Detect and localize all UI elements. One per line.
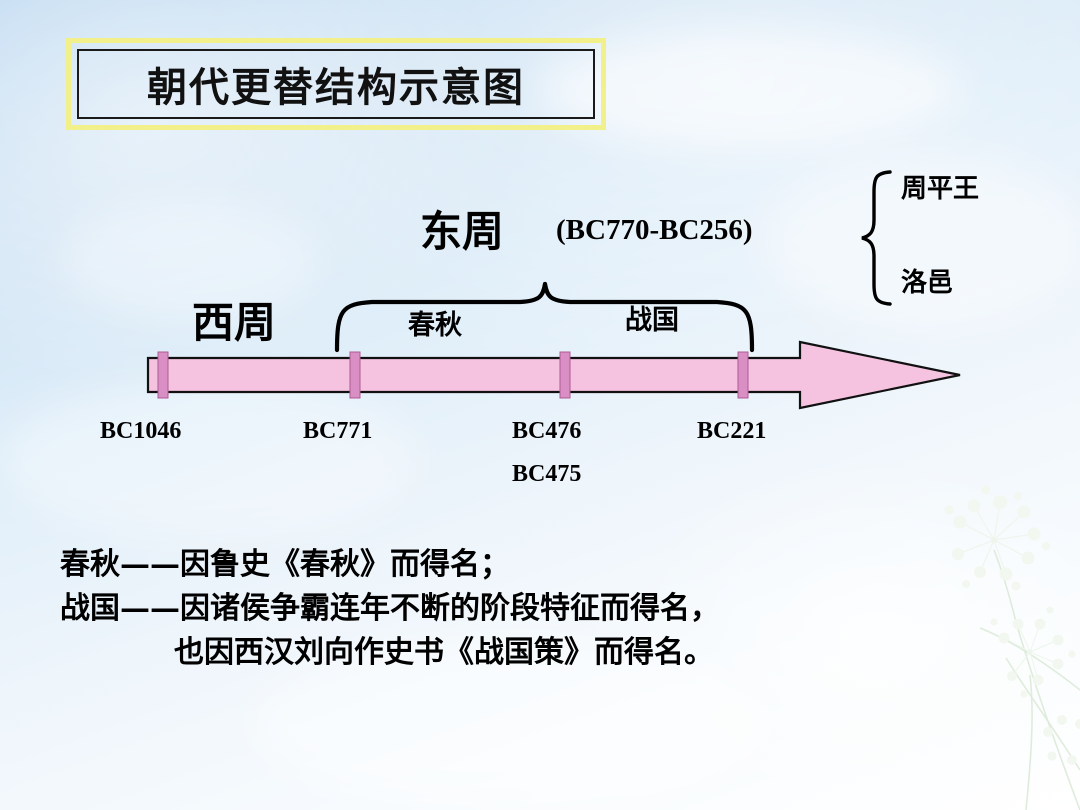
note-line-zhanguoce: 也因西汉刘向作史书《战国策》而得名。: [174, 635, 714, 670]
tick-label-bc476: BC476: [512, 418, 582, 444]
title-inner-border: 朝代更替结构示意图: [77, 49, 595, 119]
tick-label-bc475: BC475: [512, 461, 582, 487]
label-luoyi: 洛邑: [901, 268, 954, 298]
tick-label-bc221: BC221: [697, 418, 767, 444]
right-brace: [861, 170, 892, 306]
timeline-diagram: [146, 170, 961, 410]
label-zhanguo: 战国: [625, 305, 679, 336]
notes-block: 春秋——因鲁史《春秋》而得名； 战国——因诸侯争霸连年不断的阶段特征而得名， 也…: [60, 543, 960, 675]
page-title: 朝代更替结构示意图: [147, 64, 525, 111]
label-dongzhou-range: (BC770-BC256): [556, 214, 753, 246]
dongzhou-brace: [334, 281, 755, 353]
label-zhou-ping-wang: 周平王: [901, 174, 980, 204]
tick-label-bc771: BC771: [303, 418, 373, 444]
note-line-chunqiu: 春秋——因鲁史《春秋》而得名；: [60, 547, 510, 582]
label-chunqiu: 春秋: [408, 310, 462, 341]
timeline-arrow: [146, 340, 961, 410]
label-xizhou: 西周: [192, 298, 277, 347]
label-dongzhou: 东周: [420, 207, 505, 256]
title-box: 朝代更替结构示意图: [66, 38, 606, 130]
tick-label-bc1046: BC1046: [100, 418, 182, 444]
note-line-zhanguo: 战国——因诸侯争霸连年不断的阶段特征而得名，: [60, 591, 720, 626]
timeline-ticks: [157, 351, 749, 399]
